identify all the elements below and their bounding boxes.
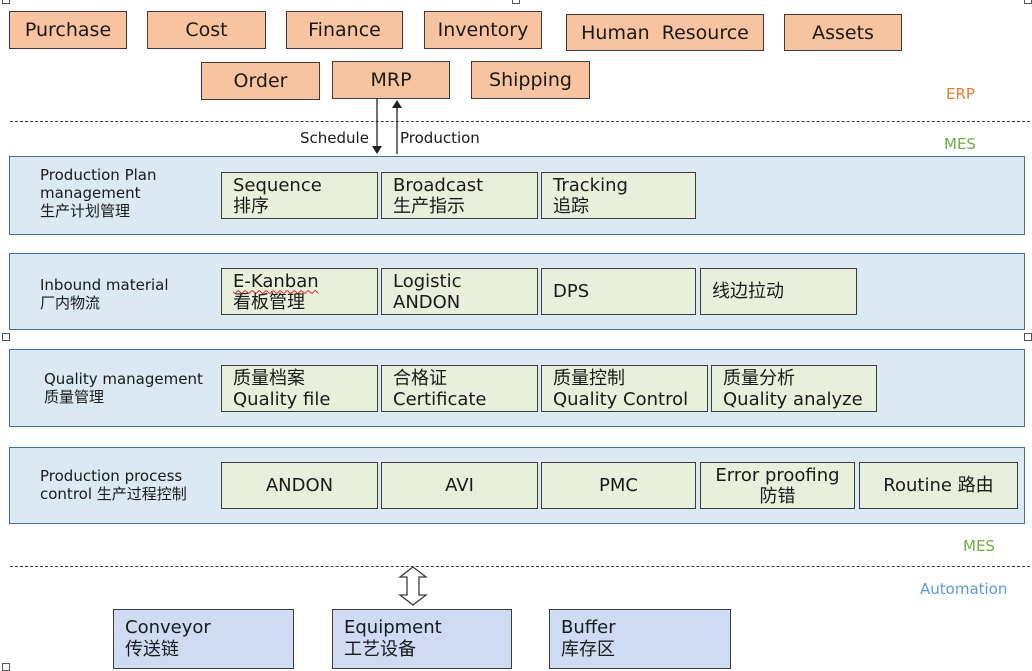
layer-label-mes-bottom: MES (963, 537, 995, 555)
band-inbound-material-title: Inbound material 厂内物流 (40, 276, 169, 312)
schedule-production-arrows (372, 99, 402, 154)
production-arrow-head (392, 100, 402, 108)
band-quality-management-title: Quality management 质量管理 (44, 370, 203, 406)
module-routine[interactable]: Routine 路由 (859, 462, 1018, 509)
schedule-arrow-head (372, 146, 382, 154)
production-label: Production (400, 129, 480, 147)
module-quality-file[interactable]: 质量档案 Quality file (221, 365, 378, 412)
module-andon[interactable]: ANDON (221, 462, 378, 509)
module-avi[interactable]: AVI (381, 462, 538, 509)
module-certificate[interactable]: 合格证 Certificate (381, 365, 538, 412)
module-quality-control[interactable]: 质量控制 Quality Control (541, 365, 708, 412)
module-sequence[interactable]: Sequence 排序 (221, 172, 378, 219)
module-quality-analyze[interactable]: 质量分析 Quality analyze (711, 365, 877, 412)
layer-label-erp: ERP (946, 85, 975, 103)
mes-automation-divider (10, 566, 1030, 567)
erp-module-assets[interactable]: Assets (784, 14, 902, 51)
double-arrow-icon (398, 566, 428, 606)
module-pmc[interactable]: PMC (541, 462, 696, 509)
layer-label-mes-top: MES (944, 135, 976, 153)
module-dps[interactable]: DPS (541, 268, 696, 315)
module-logistic-andon[interactable]: Logistic ANDON (381, 268, 538, 315)
erp-module-mrp[interactable]: MRP (332, 61, 450, 99)
resize-handle-top-right[interactable] (1024, 0, 1032, 4)
erp-module-shipping[interactable]: Shipping (471, 61, 590, 99)
resize-handle-middle-left[interactable] (2, 333, 10, 341)
erp-module-cost[interactable]: Cost (147, 11, 266, 49)
layer-label-automation: Automation (920, 580, 1008, 598)
schedule-label: Schedule (300, 129, 369, 147)
band-production-process-control-title: Production process control 生产过程控制 (40, 467, 187, 503)
resize-handle-top-middle[interactable] (512, 0, 520, 4)
automation-equipment[interactable]: Equipment 工艺设备 (332, 609, 512, 669)
erp-mes-divider (10, 121, 1030, 122)
erp-module-purchase[interactable]: Purchase (9, 11, 127, 49)
erp-module-inventory[interactable]: Inventory (424, 11, 542, 49)
resize-handle-top-left[interactable] (2, 0, 10, 4)
erp-module-human-resource[interactable]: Human Resource (566, 14, 764, 51)
resize-handle-middle-right[interactable] (1024, 333, 1032, 341)
erp-module-finance[interactable]: Finance (286, 11, 403, 49)
module-tracking[interactable]: Tracking 追踪 (541, 172, 696, 219)
module-e-kanban[interactable]: E-Kanban 看板管理 (221, 268, 378, 315)
erp-module-order[interactable]: Order (201, 62, 320, 100)
automation-conveyor[interactable]: Conveyor 传送链 (113, 609, 294, 669)
automation-buffer[interactable]: Buffer 库存区 (549, 609, 731, 669)
module-line-side-pull[interactable]: 线边拉动 (700, 268, 857, 315)
module-broadcast[interactable]: Broadcast 生产指示 (381, 172, 538, 219)
module-error-proofing[interactable]: Error proofing 防错 (700, 462, 855, 509)
band-production-plan-title: Production Plan management 生产计划管理 (40, 166, 157, 220)
